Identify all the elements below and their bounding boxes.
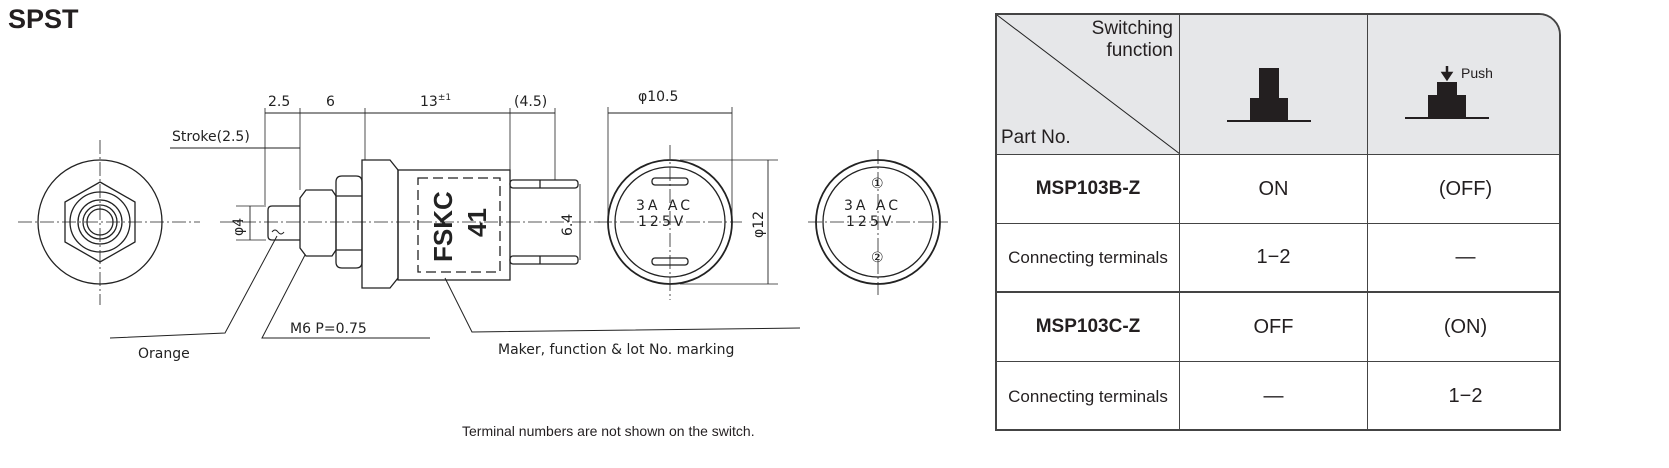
terminal-1-label: ①	[871, 176, 884, 192]
connecting-terminals-label: Connecting terminals	[1008, 386, 1168, 406]
part-number-msp103c: MSP103C-Z	[1035, 316, 1141, 337]
normal-position-icon	[1227, 68, 1311, 122]
down-arrow-icon	[1440, 66, 1454, 82]
rating-line1-terminal-view: 3A AC	[844, 198, 901, 214]
terminal-view	[808, 150, 948, 295]
dim-6-4: 6.4	[560, 214, 576, 236]
dim-2-5: 2.5	[268, 94, 290, 110]
switching-function-table: Switching function Part No. Push MSP103B…	[995, 13, 1561, 431]
section-title: SPST	[8, 4, 79, 34]
footnote: Terminal numbers are not shown on the sw…	[462, 423, 755, 439]
msp103c-normal: OFF	[1253, 315, 1294, 338]
header-switching-function: Switching function	[1091, 18, 1173, 61]
callout-thread: M6 P=0.75	[290, 321, 367, 337]
msp103b-terminals-normal: 1−2	[1256, 246, 1291, 268]
msp103c-terminals-pushed: 1−2	[1448, 385, 1483, 407]
header-part-no: Part No.	[1001, 127, 1071, 148]
callout-orange: Orange	[138, 346, 190, 362]
msp103b-pushed: (OFF)	[1438, 177, 1493, 200]
connecting-terminals-label: Connecting terminals	[1008, 247, 1168, 267]
rating-line2-terminal-view: 125V	[846, 214, 894, 230]
terminal-2-label: ②	[871, 250, 884, 266]
dim-phi4: φ4	[231, 218, 247, 236]
msp103c-pushed: (ON)	[1443, 315, 1488, 338]
diagonal-divider	[997, 15, 1180, 154]
dim-13: 13±1	[420, 93, 451, 110]
dim-4-5: (4.5)	[514, 94, 547, 110]
msp103b-normal: ON	[1258, 177, 1289, 200]
part-number-msp103b: MSP103B-Z	[1035, 178, 1141, 199]
rating-line1: 3A AC	[636, 198, 693, 214]
table-header: Switching function Part No. Push	[997, 15, 1559, 155]
front-view	[18, 140, 200, 305]
msp103c-terminals-normal: —	[1263, 385, 1284, 407]
pushed-position-icon	[1405, 66, 1489, 119]
callout-maker-marking: Maker, function & lot No. marking	[498, 342, 734, 358]
push-label: Push	[1461, 65, 1493, 81]
dim-phi10-5: φ10.5	[638, 89, 678, 105]
dim-stroke: Stroke(2.5)	[172, 129, 250, 145]
rating-line2: 125V	[638, 214, 686, 230]
dim-phi12: φ12	[751, 211, 767, 238]
rear-view	[598, 107, 778, 300]
dimension-drawing: 2.5 6 13±1 (4.5) Stroke(2.5) φ4 6.4 FSKC…	[18, 89, 948, 362]
marking-line2: 41	[462, 208, 492, 237]
dim-6: 6	[326, 94, 335, 110]
marking-line1: FSKC	[428, 191, 458, 262]
side-view	[109, 108, 801, 339]
msp103b-terminals-pushed: —	[1455, 246, 1476, 268]
